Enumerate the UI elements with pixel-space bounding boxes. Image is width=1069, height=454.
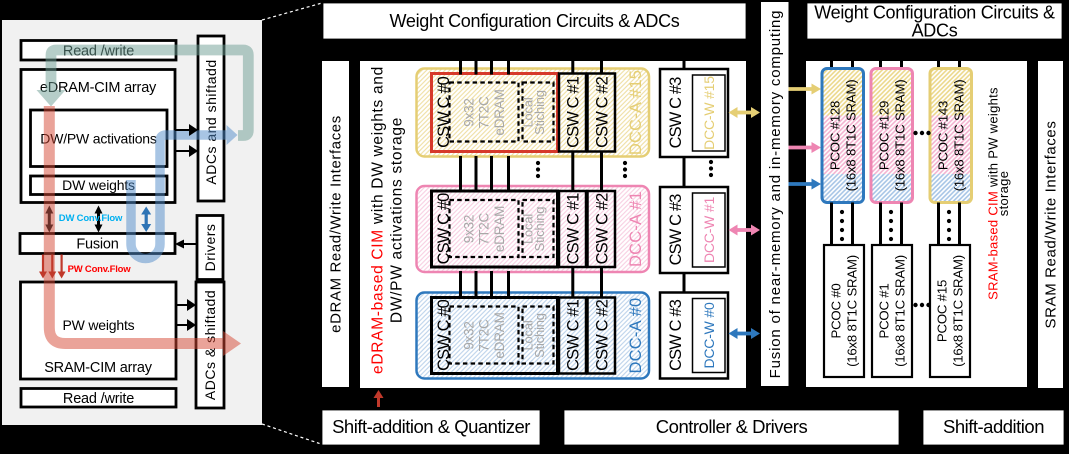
svg-text:LocalStiching: LocalStiching <box>520 90 547 135</box>
svg-text:LocalStiching: LocalStiching <box>520 313 547 358</box>
svg-text:SRAM-CIM array: SRAM-CIM array <box>44 360 153 376</box>
svg-text:DCC-W #1: DCC-W #1 <box>701 197 717 263</box>
svg-text:DW weights: DW weights <box>62 177 135 193</box>
svg-text:CSW C #1: CSW C #1 <box>565 299 583 370</box>
svg-text:DCC-W #15: DCC-W #15 <box>701 76 717 150</box>
svg-text:DCC-A #0: DCC-A #0 <box>627 298 645 374</box>
svg-text:Controller & Drivers: Controller & Drivers <box>656 416 808 437</box>
svg-text:eDRAM-based CIM with DW weight: eDRAM-based CIM with DW weights andDW/PW… <box>369 66 405 374</box>
svg-text:PCOC #128(16x8 8T1C SRAM): PCOC #128(16x8 8T1C SRAM) <box>827 80 858 192</box>
svg-text:PCOC #129(16x8 8T1C SRAM): PCOC #129(16x8 8T1C SRAM) <box>876 80 907 192</box>
svg-text:PCOC #15(16x8 8T1C SRAM): PCOC #15(16x8 8T1C SRAM) <box>935 255 966 367</box>
svg-text:CSW C #2: CSW C #2 <box>593 193 611 264</box>
svg-text:PCOC #0(16x8 8T1C SRAM): PCOC #0(16x8 8T1C SRAM) <box>829 255 860 367</box>
svg-text:Fusion: Fusion <box>76 237 118 253</box>
svg-text:9x327T2CeDRAM: 9x327T2CeDRAM <box>461 312 507 358</box>
svg-text:CSW C #2: CSW C #2 <box>593 299 611 370</box>
svg-text:PW Conv.Flow: PW Conv.Flow <box>68 264 132 275</box>
svg-text:CSW C #1: CSW C #1 <box>565 193 583 264</box>
svg-text:DCC-W #0: DCC-W #0 <box>701 302 717 368</box>
svg-text:CSW C #3: CSW C #3 <box>667 77 685 148</box>
svg-text:DCC-A #15: DCC-A #15 <box>627 70 645 155</box>
svg-text:CSW C #0: CSW C #0 <box>435 193 453 264</box>
svg-text:CSW C #2: CSW C #2 <box>593 76 611 147</box>
svg-text:Shift-addition: Shift-addition <box>943 416 1044 437</box>
svg-text:PCOC #143(16x8 8T1C SRAM): PCOC #143(16x8 8T1C SRAM) <box>935 80 966 192</box>
svg-text:ADCs and shiftadd: ADCs and shiftadd <box>203 59 219 184</box>
svg-text:Read /write: Read /write <box>63 391 134 407</box>
svg-text:DW Conv.Flow: DW Conv.Flow <box>59 213 123 224</box>
svg-text:CSW C #0: CSW C #0 <box>435 76 453 147</box>
svg-text:PW weights: PW weights <box>63 317 135 333</box>
svg-text:9x327T2CeDRAM: 9x327T2CeDRAM <box>461 89 507 135</box>
svg-text:ADCs: ADCs <box>912 21 958 41</box>
svg-text:eDRAM-CIM array: eDRAM-CIM array <box>40 80 157 96</box>
svg-text:Weight Configuration Circuits: Weight Configuration Circuits & ADCs <box>390 11 680 31</box>
svg-text:9x327T2CeDRAM: 9x327T2CeDRAM <box>461 206 507 252</box>
svg-text:CSW C #3: CSW C #3 <box>667 299 685 370</box>
svg-text:CSW C #0: CSW C #0 <box>435 299 453 370</box>
svg-text:SRAM Read/Write Interfaces: SRAM Read/Write Interfaces <box>1043 121 1060 329</box>
svg-text:DCC-A #1: DCC-A #1 <box>627 191 645 267</box>
svg-text:Shift-addition & Quantizer: Shift-addition & Quantizer <box>332 416 530 437</box>
svg-text:Weight Configuration Circuits: Weight Configuration Circuits & <box>814 3 1055 23</box>
svg-text:CSW C #3: CSW C #3 <box>667 194 685 265</box>
svg-text:CSW C #1: CSW C #1 <box>565 76 583 147</box>
svg-text:DW/PW activations: DW/PW activations <box>40 131 157 147</box>
svg-text:LocalStiching: LocalStiching <box>520 207 547 252</box>
svg-text:PCOC #1(16x8 8T1C SRAM): PCOC #1(16x8 8T1C SRAM) <box>877 255 908 367</box>
svg-text:eDRAM Read/Write Interfaces: eDRAM Read/Write Interfaces <box>328 115 345 333</box>
svg-text:Drivers: Drivers <box>202 224 218 272</box>
svg-text:SRAM-based CIM with PW weights: SRAM-based CIM with PW weightsstorage <box>985 87 1011 300</box>
svg-text:Fusion of near-memory and in-m: Fusion of near-memory and in-memory comp… <box>767 10 784 379</box>
